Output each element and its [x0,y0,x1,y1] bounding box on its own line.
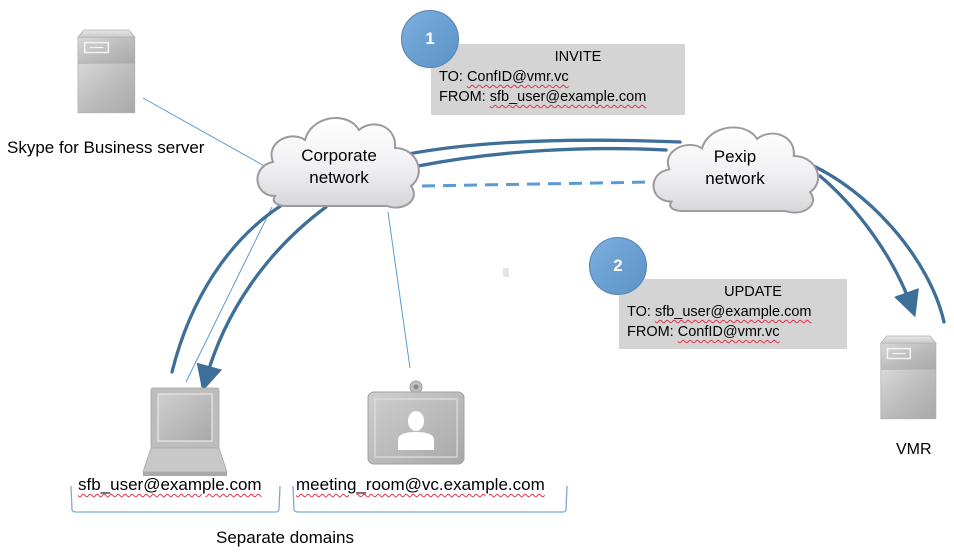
arrow-user-to-corporate [170,203,284,374]
invite-from-value: sfb_user@example.com [489,89,647,105]
domain-brackets [70,485,568,513]
sfb-user-label: sfb_user@example.com [78,475,262,494]
invite-from-line: FROM: sfb_user@example.com [439,87,677,107]
corporate-network-line2: network [309,168,369,187]
pexip-network-line2: network [705,169,765,188]
update-message-box: UPDATE TO: sfb_user@example.com FROM: Co… [619,279,847,349]
pexip-network-label: Pexip network [685,146,785,190]
invite-from-prefix: FROM: [439,89,490,105]
thin-links [142,97,653,383]
update-from-prefix: FROM: [627,324,678,340]
sfb-server-icon[interactable] [77,29,136,114]
update-to-line: TO: sfb_user@example.com [627,302,839,322]
invite-to-prefix: TO: [439,69,467,85]
invite-message-box: INVITE TO: ConfID@vmr.vc FROM: sfb_user@… [431,44,685,115]
sfb-server-label: Skype for Business server [7,138,205,157]
video-endpoint-icon[interactable] [367,380,465,465]
invite-to-line: TO: ConfID@vmr.vc [439,67,677,87]
meeting-room-label: meeting_room@vc.example.com [296,475,545,494]
arrow-corporate-to-user [196,205,328,392]
update-title: UPDATE [724,284,782,300]
arrow-corporate-to-pexip-lower [416,146,668,168]
invite-title: INVITE [554,49,602,65]
update-to-value: sfb_user@example.com [654,304,812,320]
corporate-network-label: Corporate network [288,145,390,189]
bracket-sfb-user-domain [70,485,281,513]
link-sfb-server-to-corporate [142,97,269,169]
step-2-badge: 2 [589,237,647,295]
link-meeting-room-to-corporate [387,211,411,369]
laptop-icon[interactable] [142,387,228,476]
vmr-server-icon[interactable] [880,335,937,420]
separate-domains-label: Separate domains [216,528,354,547]
pexip-network-line1: Pexip [713,147,757,166]
link-corporate-to-pexip-dashed [421,180,653,188]
vmr-label: VMR [896,441,932,458]
arrow-pexip-to-vmr-outer [803,160,946,324]
link-sfb-user-to-corporate [185,206,273,383]
signal-arrows [170,138,946,392]
corporate-network-line1: Corporate [301,146,377,165]
update-from-line: FROM: ConfID@vmr.vc [627,322,839,342]
bracket-meeting-room-domain [292,485,568,513]
step-1-badge: 1 [401,10,459,68]
update-to-prefix: TO: [627,304,655,320]
invite-to-value: ConfID@vmr.vc [466,69,569,85]
arrow-corporate-to-pexip-upper [401,138,682,157]
update-from-value: ConfID@vmr.vc [677,324,780,340]
stray-marker [503,268,509,277]
arrow-pexip-to-vmr-inner [818,174,919,318]
